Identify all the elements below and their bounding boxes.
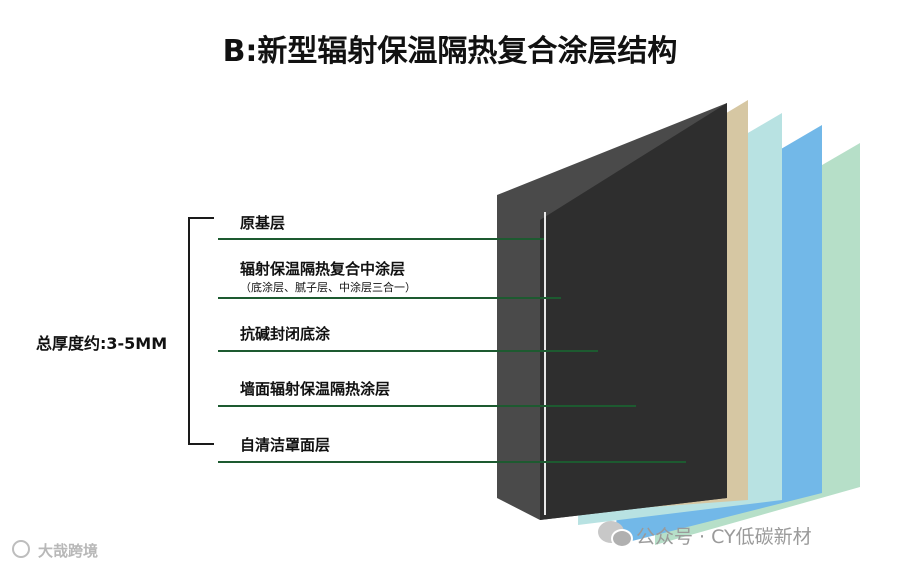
page-title: B:新型辐射保温隔热复合涂层结构 — [222, 34, 678, 69]
leader-line-base — [218, 238, 544, 240]
bracket — [188, 217, 214, 445]
layer-sublabel-intermediate: （底涂层、腻子层、中涂层三合一） — [240, 281, 416, 294]
leader-line-topcoat — [218, 461, 686, 463]
brand-icon — [12, 540, 30, 558]
layer-label-base: 原基层 — [240, 214, 286, 232]
layer-label-primer: 抗碱封闭底涂 — [240, 325, 331, 343]
layer-label-intermediate: 辐射保温隔热复合中涂层 — [240, 260, 406, 278]
leader-line-radiative — [218, 405, 636, 407]
wechat-icon — [598, 521, 633, 548]
total-thickness: 总厚度约:3-5MM — [36, 334, 168, 353]
leader-line-primer — [218, 350, 598, 352]
layer-base-edge — [540, 103, 727, 520]
layer-label-topcoat: 自清洁罩面层 — [240, 436, 331, 454]
watermark-text: 公众号 · CY低碳新材 — [636, 526, 812, 548]
corner-watermark-text: 大哉跨境 — [38, 542, 99, 560]
layer-label-radiative: 墙面辐射保温隔热涂层 — [240, 380, 391, 398]
leader-line-intermediate — [218, 297, 561, 299]
